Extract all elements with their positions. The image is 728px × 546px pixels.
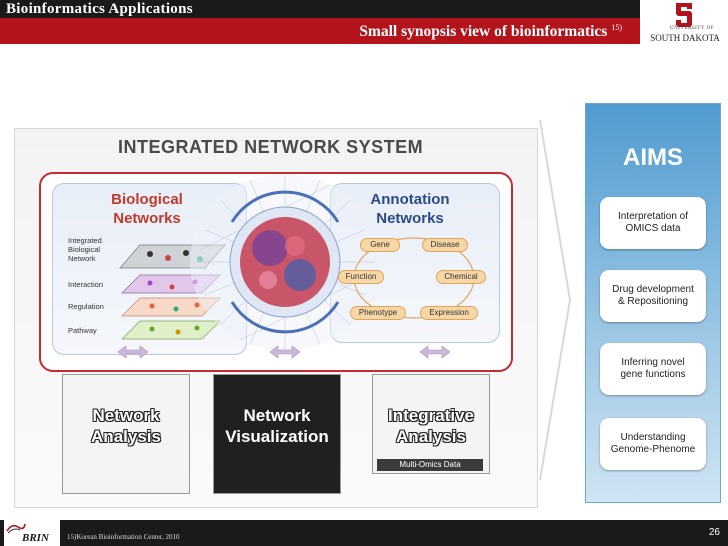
aim-drug-development: Drug development& Repositioning <box>600 270 706 322</box>
network-analysis-panel <box>62 374 190 494</box>
pathway-label: Pathway <box>68 326 97 335</box>
integrative-analysis-panel <box>372 374 490 474</box>
page-number: 26 <box>708 527 720 538</box>
annotation-node-gene: Gene <box>360 238 400 252</box>
coyote-logo-icon <box>676 3 692 27</box>
annotation-node-expression: Expression <box>420 306 478 320</box>
aims-arrow <box>539 119 572 481</box>
biological-networks-title: Biological Networks <box>111 191 183 227</box>
annotation-node-disease: Disease <box>422 238 468 252</box>
integrative-analysis-label: Integrative Analysis <box>388 406 474 446</box>
annotation-node-chemical: Chemical <box>436 270 486 284</box>
annotation-node-phenotype: Phenotype <box>350 306 406 320</box>
subtitle-reference: 15) <box>611 23 622 32</box>
footer-bar <box>0 520 728 546</box>
annotation-node-function: Function <box>338 270 384 284</box>
integrated-network-system-title: INTEGRATED NETWORK SYSTEM <box>118 137 424 157</box>
university-of-label: UNIVERSITY OF <box>670 26 714 31</box>
network-visualization-label: Network Visualization <box>225 406 329 446</box>
network-visualization-panel <box>213 374 341 494</box>
brin-logo <box>4 519 60 546</box>
integrated-biological-network-label: Integrated Biological Network <box>68 236 102 263</box>
brin-logo-text: BRIN <box>22 532 49 544</box>
annotation-networks-title: Annotation Networks <box>370 191 450 227</box>
interaction-label: Interaction <box>68 280 104 289</box>
network-analysis-label: Network Analysis <box>91 406 161 446</box>
multi-omics-data-label: Multi-Omics Data <box>377 459 483 471</box>
top-title-bar: Bioinformatics Applications <box>0 0 640 18</box>
aims-title: AIMS <box>623 144 683 171</box>
footer-reference-note: 15)Korean Bioinformation Center, 2010 <box>67 533 180 541</box>
slide-title: Bioinformatics Applications <box>6 1 193 17</box>
regulation-label: Regulation <box>68 302 104 311</box>
brin-swoosh-icon <box>6 523 26 534</box>
university-logo: UNIVERSITY OF SOUTH DAKOTA <box>640 0 728 46</box>
university-name: SOUTH DAKOTA <box>650 33 720 43</box>
